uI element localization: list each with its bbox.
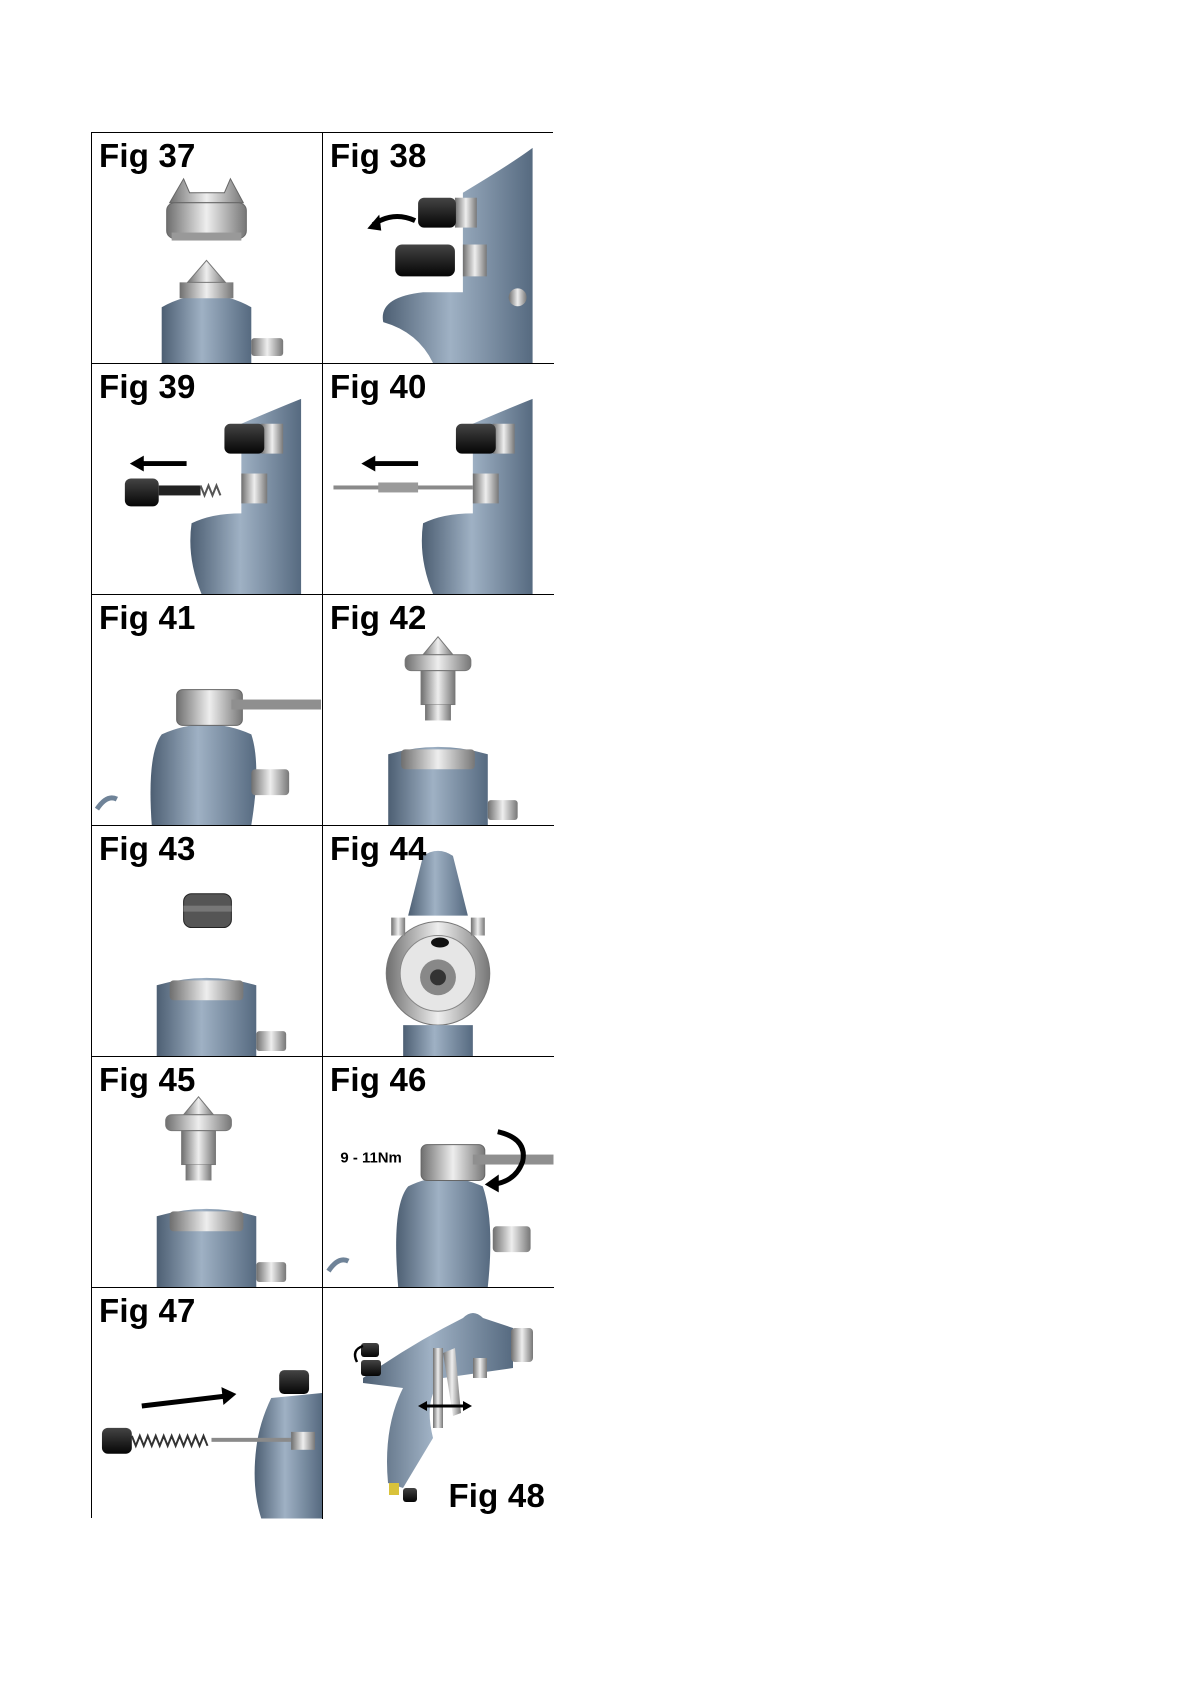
torque-label: 9 - 11Nm — [340, 1150, 401, 1167]
figure-label: Fig 48 — [448, 1477, 545, 1515]
figure-48: Fig 48 — [323, 1288, 554, 1519]
figure-label: Fig 46 — [330, 1061, 427, 1099]
figure-40: Fig 40 — [323, 364, 554, 595]
figure-43: Fig 43 — [92, 826, 323, 1057]
figure-45: Fig 45 — [92, 1057, 323, 1288]
figure-label: Fig 37 — [99, 137, 196, 175]
figure-label: Fig 44 — [330, 830, 427, 868]
figure-label: Fig 39 — [99, 368, 196, 406]
figure-label: Fig 41 — [99, 599, 196, 637]
figure-grid: Fig 37 Fig 38 Fig 39 — [91, 132, 553, 1518]
figure-46: 9 - 11Nm Fig 46 — [323, 1057, 554, 1288]
figure-39: Fig 39 — [92, 364, 323, 595]
figure-44: Fig 44 — [323, 826, 554, 1057]
figure-label: Fig 45 — [99, 1061, 196, 1099]
figure-41: Fig 41 — [92, 595, 323, 826]
figure-label: Fig 40 — [330, 368, 427, 406]
figure-label: Fig 43 — [99, 830, 196, 868]
figure-label: Fig 38 — [330, 137, 427, 175]
figure-label: Fig 47 — [99, 1292, 196, 1330]
figure-47: Fig 47 — [92, 1288, 323, 1519]
figure-37: Fig 37 — [92, 133, 323, 364]
figure-38: Fig 38 — [323, 133, 554, 364]
figure-42: Fig 42 — [323, 595, 554, 826]
figure-label: Fig 42 — [330, 599, 427, 637]
